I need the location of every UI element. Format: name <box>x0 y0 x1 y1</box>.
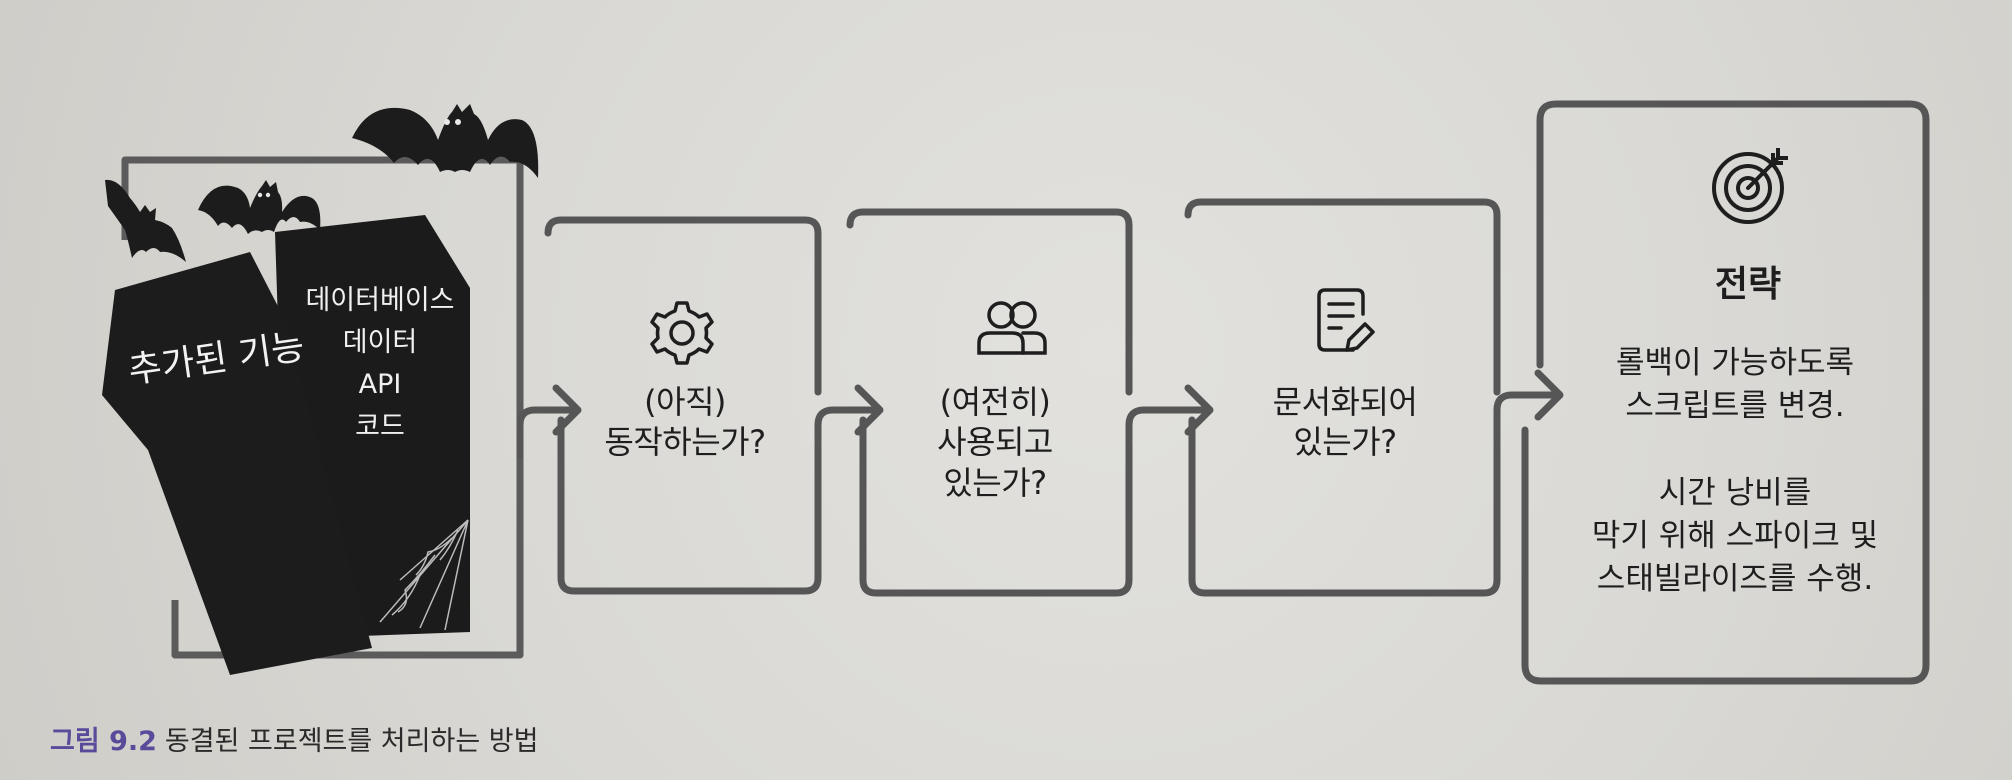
coffin-item: 데이터베이스 <box>305 285 455 316</box>
strategy-line: 롤백이 가능하도록 <box>1615 345 1854 381</box>
strategy-line: 스태빌라이즈를 수행. <box>1596 560 1874 597</box>
bat-icon <box>352 104 539 178</box>
bat-icon <box>105 179 186 262</box>
strategy-line: 스크립트를 변경. <box>1625 387 1845 424</box>
strategy-line: 막기 위해 스파이크 및 <box>1591 517 1879 554</box>
figure-number: 그림 9.2 <box>50 726 157 757</box>
connector-arrow-2 <box>814 406 882 444</box>
coffin-frame <box>121 156 524 659</box>
step-2-text: (여전히) 사용되고 있는가? <box>885 382 1105 503</box>
step-3-text: 문서화되어 있는가? <box>1220 382 1470 463</box>
figure-caption-text: 동결된 프로젝트를 처리하는 방법 <box>164 726 539 757</box>
step-box-1 <box>544 216 822 595</box>
document-edit-icon <box>1317 288 1375 352</box>
strategy-box <box>1521 100 1930 685</box>
connector-arrow-1 <box>516 406 579 459</box>
step-1-line: (아직) <box>644 383 726 421</box>
step-2-line: 사용되고 <box>937 423 1053 462</box>
connector-arrowhead-1 <box>552 384 582 436</box>
step-1-line: 동작하는가? <box>604 423 766 462</box>
strategy-paragraph-1: 롤백이 가능하도록 스크립트를 변경. <box>1555 342 1915 428</box>
connector-arrow-4 <box>1493 391 1562 444</box>
bat-icon <box>198 180 321 234</box>
coffin-item: API <box>358 368 402 400</box>
gear-icon <box>650 301 714 365</box>
connector-arrow-3 <box>1125 406 1212 444</box>
strategy-line: 시간 낭비를 <box>1658 475 1812 511</box>
users-icon <box>977 301 1047 355</box>
step-3-line: 문서화되어 <box>1272 383 1418 421</box>
step-box-3 <box>1184 198 1501 597</box>
coffin-back-items: 데이터베이스 데이터 API 코드 <box>300 280 460 447</box>
step-2-line: (여전히) <box>939 383 1051 421</box>
connector-arrowhead-3 <box>1184 384 1214 436</box>
step-box-2 <box>846 208 1133 597</box>
connector-arrowhead-2 <box>854 384 884 436</box>
strategy-paragraph-2: 시간 낭비를 막기 위해 스파이크 및 스태빌라이즈를 수행. <box>1555 472 1915 600</box>
cobweb-decoration <box>379 519 469 631</box>
step-2-line: 있는가? <box>943 463 1047 502</box>
strategy-title: 전략 <box>1714 264 1782 305</box>
step-1-text: (아직) 동작하는가? <box>575 382 795 463</box>
coffin-front <box>102 252 372 675</box>
coffin-item: 코드 <box>355 410 405 442</box>
step-3-line: 있는가? <box>1293 423 1397 462</box>
target-icon <box>1712 148 1788 224</box>
connector-arrowhead-4 <box>1534 369 1564 421</box>
coffin-item: 데이터 <box>342 326 418 358</box>
